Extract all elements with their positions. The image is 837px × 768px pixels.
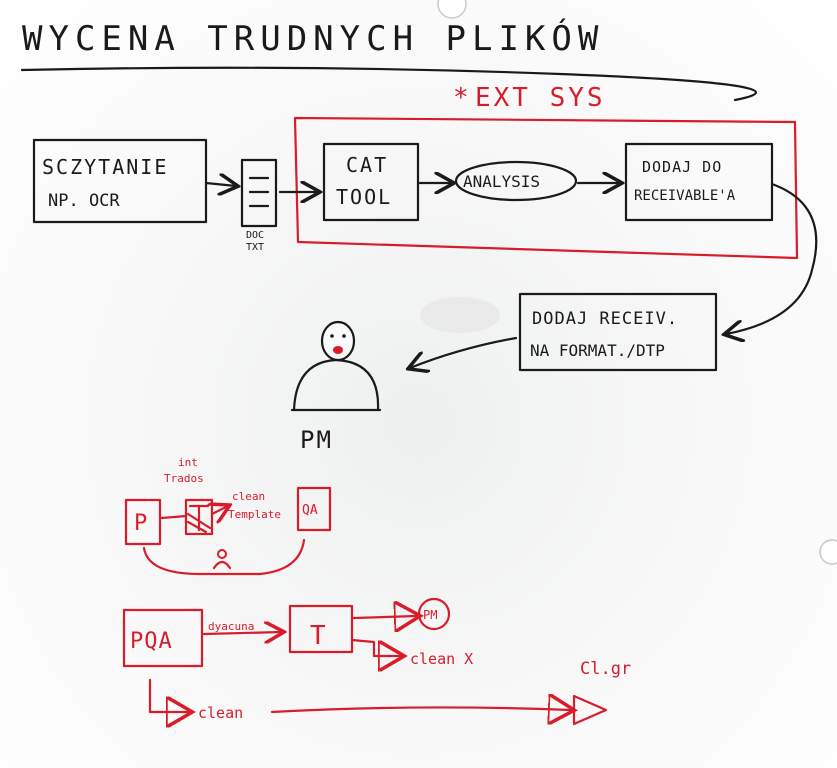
cat-tool-line2: TOOL (336, 185, 392, 209)
p-box (124, 498, 162, 546)
pqa-box (122, 608, 204, 668)
arrow-scan-to-doc (204, 183, 236, 186)
pm-label: PM (300, 426, 333, 454)
scan-box (32, 138, 208, 224)
doc-label-line1: DOC (246, 230, 264, 241)
small-person-icon (212, 549, 232, 570)
qa-box-label: QA (302, 503, 318, 518)
pm-person-icon (290, 320, 382, 412)
magnet-top (437, 0, 467, 19)
title-underline (20, 66, 757, 102)
analysis-label: ANALYSIS (463, 172, 540, 191)
dyacuna-label: dyacuna (208, 620, 254, 633)
magnet-right (819, 539, 837, 565)
scan-box-line2: NP. OCR (48, 191, 120, 211)
client-arrowhead (572, 694, 608, 726)
arrow-t-to-clean (212, 506, 228, 514)
ext-sys-frame (293, 116, 799, 260)
arrow-receivable-to-dtp (726, 182, 818, 334)
dtp-box (518, 292, 718, 372)
qa-box (296, 486, 332, 532)
dtp-line1: DODAJ RECEIV. (532, 309, 678, 329)
eraser-smudge (420, 297, 500, 333)
client-label: Cl.gr (580, 659, 631, 679)
arrow-dtp-to-pm (410, 336, 518, 368)
group-bracket (142, 538, 306, 576)
arrow-t-to-clean-x (350, 638, 400, 656)
clean-template-line1: clean (232, 490, 265, 503)
document-icon (240, 158, 278, 228)
cat-tool-box (322, 142, 420, 222)
ext-sys-label: EXT SYS (475, 83, 606, 113)
scan-box-line1: SCZYTANIE (42, 155, 168, 179)
arrow-pqa-to-t (202, 632, 282, 634)
add-receivable-box (624, 142, 774, 222)
pm-circle-label: PM (423, 608, 437, 622)
page-title: WYCENA TRUDNYCH PLIKÓW (22, 18, 604, 59)
int-trados-line1: int (178, 456, 198, 469)
clean-template-line2: Template (228, 508, 281, 521)
dtp-line2: NA FORMAT./DTP (530, 341, 665, 360)
ext-sys-star: * (453, 83, 469, 113)
doc-label-line2: TXT (246, 242, 264, 253)
add-receivable-line2: RECEIVABLE'A (634, 188, 736, 204)
clean-x-label: clean X (410, 650, 473, 668)
t-box (288, 604, 354, 654)
analysis-ellipse (454, 160, 578, 202)
t-hatched-box (184, 498, 214, 536)
pqa-box-label: PQA (130, 629, 173, 654)
clean-bottom-label: clean (198, 704, 243, 722)
t-box-label: T (310, 621, 326, 651)
arrow-t-to-pm (352, 616, 416, 618)
arrow-p-to-t (160, 514, 188, 520)
cat-tool-line1: CAT (346, 153, 388, 177)
p-box-label: P (134, 511, 147, 536)
add-receivable-line1: DODAJ DO (642, 158, 722, 176)
arrow-pqa-to-clean (148, 678, 188, 712)
pm-circle (417, 597, 451, 631)
arrow-clean-to-client (270, 707, 570, 712)
int-trados-line2: Trados (164, 472, 204, 485)
